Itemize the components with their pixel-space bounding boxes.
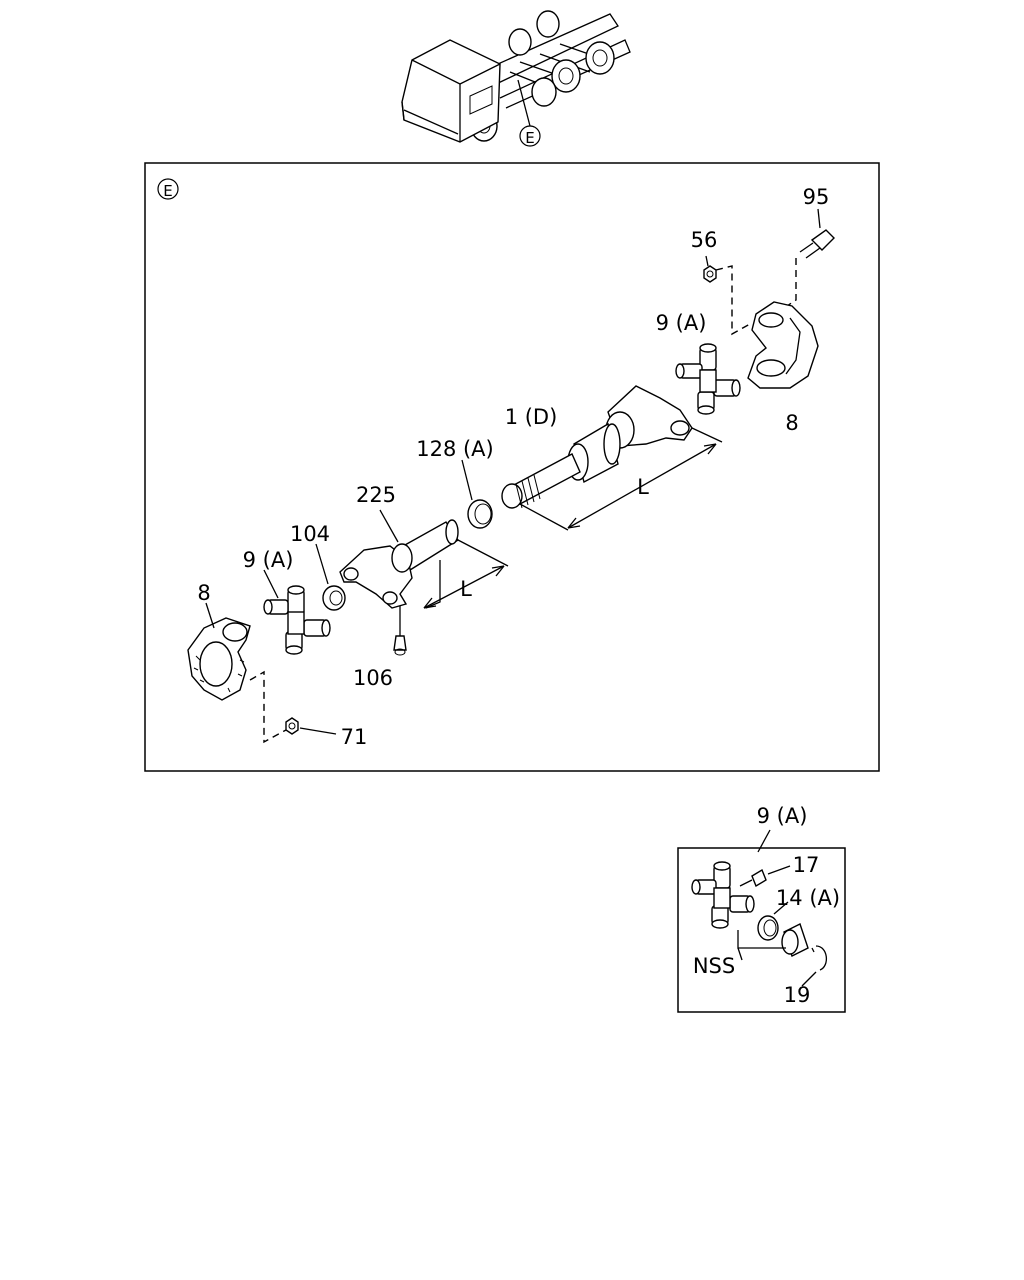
overview-callout-e: E: [519, 125, 541, 147]
label-part-19: 19: [784, 983, 811, 1007]
detail-universal-joint-cross: [691, 861, 755, 929]
main-panel-frame: [144, 162, 880, 772]
universal-joint-upper: [675, 343, 741, 415]
main-panel-callout-e: E: [157, 178, 179, 200]
detail-panel-labels: 17 14 (A) NSS 19: [693, 853, 840, 1007]
label-dim-l-upper: L: [637, 475, 649, 499]
truck-overview-illustration: E: [401, 10, 631, 147]
label-part-14a: 14 (A): [776, 886, 840, 910]
label-part-56: 56: [691, 228, 718, 252]
truck-cab: [401, 39, 501, 143]
label-nss: NSS: [693, 954, 735, 978]
dimension-l-upper: [519, 427, 723, 531]
label-part-8-upper: 8: [785, 411, 798, 435]
detail-bearing-cup: [781, 923, 809, 957]
universal-joint-lower: [263, 585, 331, 655]
detail-seal-14a: [757, 915, 779, 941]
detail-snap-ring-19: [811, 945, 827, 971]
svg-text:E: E: [163, 182, 172, 200]
seal-ring-128a: [467, 499, 493, 529]
nut-71: [285, 717, 299, 735]
label-part-106: 106: [353, 666, 393, 690]
label-part-1d: 1 (D): [505, 405, 558, 429]
label-part-225: 225: [356, 483, 396, 507]
flange-yoke-lower: [187, 617, 251, 701]
detail-panel-frame: [677, 847, 846, 1013]
label-part-128a: 128 (A): [416, 437, 494, 461]
seal-104: [322, 585, 346, 611]
label-part-104: 104: [290, 522, 330, 546]
label-part-9a-lower: 9 (A): [243, 548, 294, 572]
propeller-shaft-tube: [501, 385, 693, 509]
label-part-17: 17: [793, 853, 820, 877]
label-part-95: 95: [803, 185, 830, 209]
flange-yoke-upper: [747, 301, 819, 389]
detail-grease-fitting-17: [739, 868, 767, 888]
dimension-l-lower: [423, 539, 509, 609]
grease-fitting-106: [393, 606, 407, 656]
label-part-71: 71: [341, 725, 368, 749]
label-part-9a-upper: 9 (A): [656, 311, 707, 335]
bolt-95: [799, 229, 835, 259]
label-part-8-lower: 8: [197, 581, 210, 605]
label-dim-l-lower: L: [460, 577, 472, 601]
detail-panel-title: 9 (A): [757, 804, 808, 828]
main-panel-labels: 95 56 9 (A) 8 1 (D) 128 (A) L 225 104 9 …: [197, 185, 829, 749]
svg-text:E: E: [525, 129, 534, 147]
nut-56: [703, 265, 717, 283]
